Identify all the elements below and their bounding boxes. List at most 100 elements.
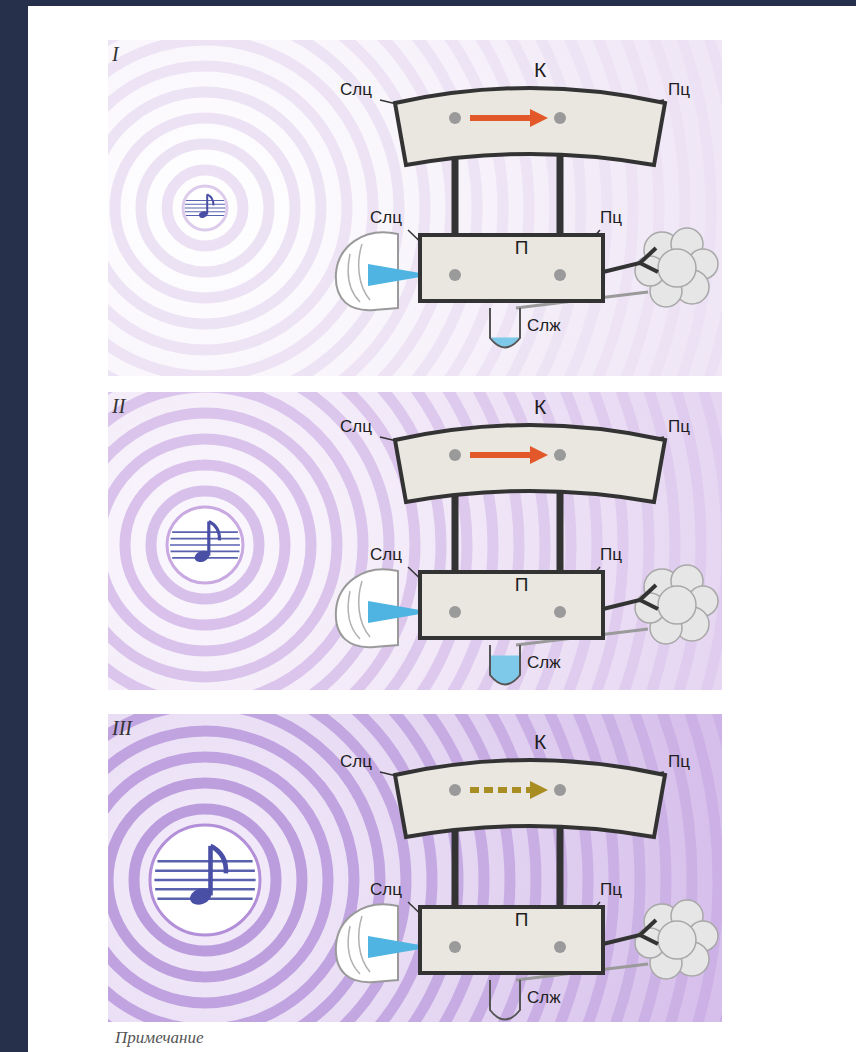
wave-ring <box>108 392 701 690</box>
neural-pathway <box>557 493 564 572</box>
wave-ring <box>108 714 722 1022</box>
auditory-input <box>368 936 420 958</box>
note-flag <box>209 521 220 540</box>
wave-ring <box>108 40 451 376</box>
cortex-outline <box>392 420 668 505</box>
staff-line <box>155 869 255 872</box>
wave-ring <box>108 92 321 324</box>
panel-number: I <box>112 44 119 64</box>
wave-ring <box>108 392 722 690</box>
wave-ring <box>108 757 328 1003</box>
panel-number: II <box>112 396 125 416</box>
center-label: Пц <box>600 545 622 565</box>
subcortex-center <box>554 941 566 953</box>
cortex-center <box>554 449 566 461</box>
wave-ring <box>167 170 243 246</box>
wave-ring <box>108 40 503 376</box>
center-label: Пц <box>668 752 690 772</box>
note-stem <box>207 521 210 555</box>
wave-ring <box>115 118 295 298</box>
cortex-outline <box>392 83 668 168</box>
note-heading: Примечание <box>115 1028 204 1048</box>
wave-ring <box>108 40 722 376</box>
neural-pathway <box>557 828 564 907</box>
cortex-shape <box>395 88 665 165</box>
neural-pathway <box>452 156 459 235</box>
wave-ring <box>108 40 685 376</box>
wave-ring <box>108 40 425 376</box>
subcortex-outline <box>418 570 605 640</box>
subcortex-shape <box>420 907 603 973</box>
wave-ring <box>108 40 477 376</box>
cortex-block: К <box>392 395 688 505</box>
wave-ring <box>108 714 380 1022</box>
neural-pathway <box>557 156 564 235</box>
center-label: Слц <box>340 417 372 437</box>
wave-ring <box>108 40 722 376</box>
wave-ring <box>108 40 399 376</box>
note-flag <box>211 846 226 874</box>
subcortex-center <box>449 941 461 953</box>
wave-ring <box>108 413 337 677</box>
efferent-nerve <box>603 585 658 609</box>
saliva-label: Слж <box>527 653 561 673</box>
wave-ring <box>108 714 666 1022</box>
cortex-outline <box>392 755 668 840</box>
link-arrowhead <box>530 781 548 799</box>
cortex-letter: К <box>392 730 688 754</box>
cortex-shape <box>395 425 665 502</box>
wave-ring <box>108 714 536 1022</box>
wave-ring <box>108 392 441 690</box>
subcortex-letter: П <box>418 233 625 259</box>
center-label: Слц <box>370 545 402 565</box>
center-label: Слц <box>370 208 402 228</box>
wave-ring <box>134 809 276 951</box>
center-label: Пц <box>600 208 622 228</box>
wave-ring <box>125 465 285 625</box>
cortex-shape <box>395 760 665 837</box>
subcortex-center <box>554 606 566 618</box>
saliva-label: Слж <box>527 316 561 336</box>
staff-line <box>185 204 225 205</box>
conditioned-link <box>470 452 532 458</box>
test-tube <box>490 980 520 1020</box>
sound-waves <box>108 714 722 1022</box>
conditioned-link <box>470 115 532 121</box>
note-flag <box>207 194 213 205</box>
salivary-gland <box>658 249 696 287</box>
center-label: Слц <box>340 752 372 772</box>
wave-ring <box>108 783 302 977</box>
note-stem <box>208 846 213 896</box>
wave-ring <box>108 40 711 376</box>
conditioned-link <box>470 787 532 793</box>
cortex-center <box>449 112 461 124</box>
wave-ring <box>108 714 722 1022</box>
wave-ring <box>108 392 675 690</box>
neural-pathway <box>452 493 459 572</box>
sound-disc <box>183 186 227 230</box>
wave-ring <box>108 392 389 690</box>
cortex-block: К <box>392 58 688 168</box>
wave-ring <box>108 714 722 1022</box>
wave-ring <box>108 439 311 651</box>
center-label: Пц <box>668 417 690 437</box>
wave-ring <box>108 714 722 1022</box>
subcortex-center <box>449 606 461 618</box>
subcortex-letter: П <box>418 570 625 596</box>
staff-line <box>172 531 238 533</box>
efferent-nerve <box>603 920 658 944</box>
staff-line <box>154 879 255 882</box>
wave-ring <box>108 66 347 350</box>
saliva-label: Слж <box>527 988 561 1008</box>
staff-line <box>185 207 225 208</box>
panel-number: III <box>112 718 132 738</box>
sound-disc <box>150 825 260 935</box>
subcortex-center <box>449 269 461 281</box>
auditory-input <box>368 601 420 623</box>
auditory-input <box>368 264 420 286</box>
note-stem <box>206 194 208 214</box>
sound-waves <box>108 40 722 376</box>
subcortex-outline <box>418 905 605 975</box>
neural-pathway <box>452 828 459 907</box>
subcortex-shape <box>420 235 603 301</box>
